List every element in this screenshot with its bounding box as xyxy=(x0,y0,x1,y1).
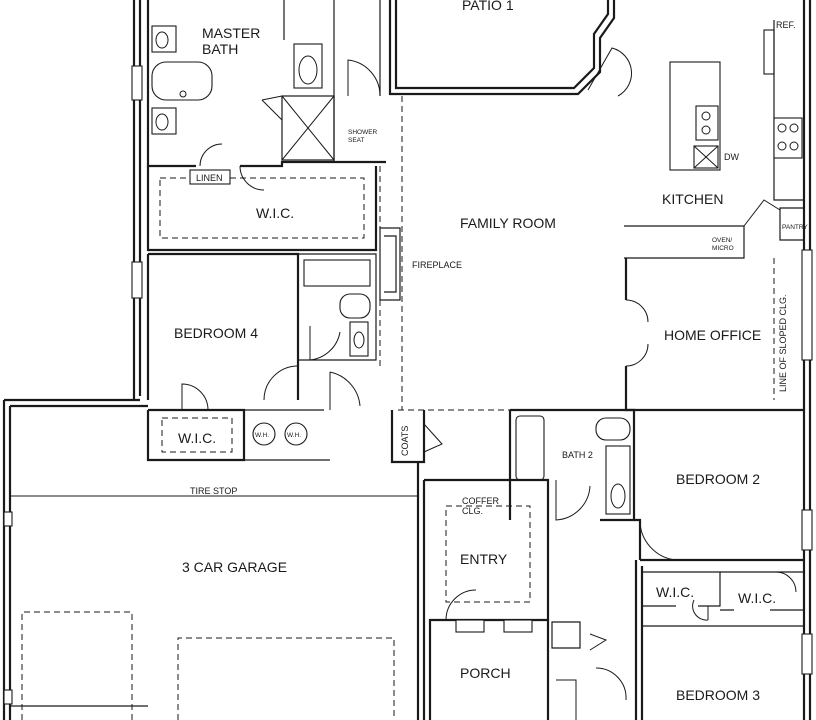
bed3-wic-label: W.I.C. xyxy=(738,590,776,606)
coffer-label-1: COFFER xyxy=(462,496,499,506)
tire-stop-label: TIRE STOP xyxy=(190,486,237,496)
pantry-label: PANTRY xyxy=(782,224,808,231)
master-wic xyxy=(146,165,378,252)
patio-label: PATIO 1 xyxy=(462,0,514,13)
kitchen xyxy=(587,20,805,259)
fireplace-label: FIREPLACE xyxy=(412,260,462,270)
bedroom-2-label: BEDROOM 2 xyxy=(676,471,760,487)
family-room-label: FAMILY ROOM xyxy=(460,215,556,231)
bedroom-2 xyxy=(634,518,804,562)
wh2-label: W.H. xyxy=(287,432,301,439)
oven-label-2: MICRO xyxy=(712,245,734,252)
entry xyxy=(424,478,550,720)
bed2-wic-label: W.I.C. xyxy=(656,584,694,600)
kitchen-label: KITCHEN xyxy=(662,191,723,207)
ref-label: REF. xyxy=(776,20,796,30)
sloped-clg-label: LINE OF SLOPED CLG. xyxy=(778,294,788,392)
linen-label: LINEN xyxy=(196,173,223,183)
bed4-wic-label: W.I.C. xyxy=(178,430,216,446)
family-room xyxy=(379,96,630,411)
garage xyxy=(10,462,426,720)
coffer-label-2: CLG. xyxy=(462,506,483,516)
bedroom-4 xyxy=(146,252,377,410)
bath-2-label: BATH 2 xyxy=(562,450,593,460)
entry-label: ENTRY xyxy=(460,551,508,567)
wh1-label: W.H. xyxy=(255,432,269,439)
oven-label-1: OVEN/ xyxy=(712,237,732,244)
bedroom-3-label: BEDROOM 3 xyxy=(676,687,760,703)
bedroom-4-label: BEDROOM 4 xyxy=(174,325,258,341)
master-bath xyxy=(146,0,386,168)
master-bath-label-2: BATH xyxy=(202,41,238,57)
bath-2 xyxy=(390,408,636,522)
dw-label: DW xyxy=(724,152,739,162)
master-wic-label: W.I.C. xyxy=(256,205,294,221)
porch-label: PORCH xyxy=(460,665,511,681)
garage-label: 3 CAR GARAGE xyxy=(182,559,287,575)
master-bath-label-1: MASTER xyxy=(202,25,260,41)
shower-seat-label-1: SHOWER xyxy=(348,129,378,136)
shower-seat-label-2: SEAT xyxy=(348,137,365,144)
coats-label: COATS xyxy=(400,426,410,456)
bedroom-3-wics xyxy=(551,560,805,720)
home-office-label: HOME OFFICE xyxy=(664,327,761,343)
bed4-wic xyxy=(146,383,330,462)
